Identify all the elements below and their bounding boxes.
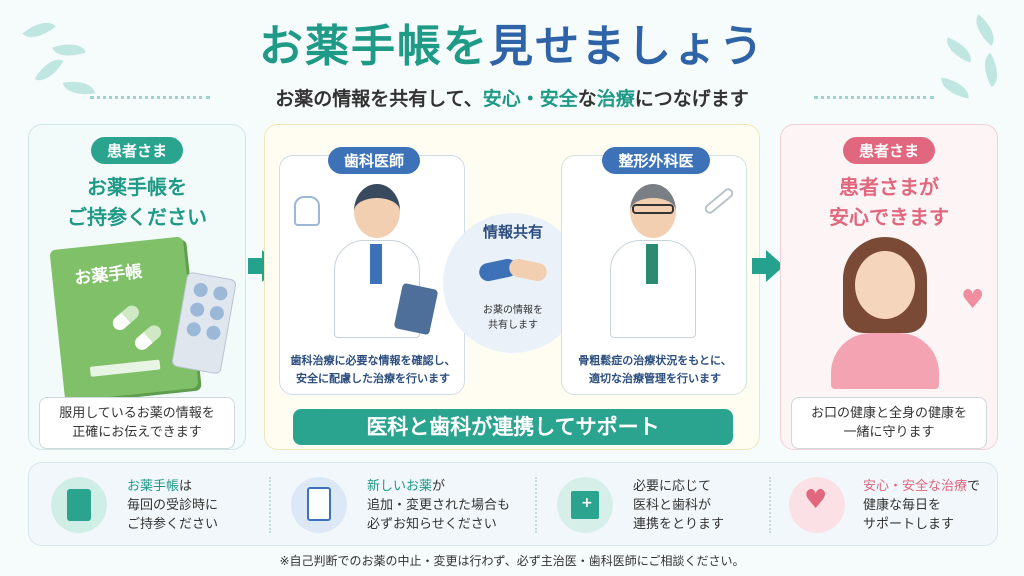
notebook-label: お薬手帳 (73, 261, 144, 289)
right-heading-line1: 患者さまが (839, 175, 939, 199)
right-patient-panel: 患者さま 患者さまが 安心できます ♥ お口の健康と全身の健康を 一緒に守ります (780, 124, 998, 450)
tip-3-line3: 連携をとります (633, 517, 725, 532)
notebook-icon (51, 477, 107, 533)
share-caption-line1: お薬の情報を (483, 305, 543, 316)
page-title: お薬手帳を見せましょう (0, 10, 1024, 74)
handshake-icon (477, 257, 549, 283)
left-heading-line1: お薬手帳を (87, 175, 187, 199)
info-share-title: 情報共有 (482, 223, 543, 241)
tip-1-line3: ご持参ください (127, 517, 219, 532)
hospital-icon: + (557, 477, 613, 533)
right-note: お口の健康と全身の健康を 一緒に守ります (791, 397, 987, 449)
subtitle-text: お薬の情報を共有して、 (275, 88, 483, 110)
arrow-right-icon (752, 250, 784, 282)
heart-icon: ♥ (961, 285, 985, 315)
orthopedic-pill: 整形外科医 (602, 147, 710, 174)
tip-2-line2: 追加・変更された場合も (367, 498, 511, 513)
left-note: 服用しているお薬の情報を 正確にお伝えできます (39, 397, 235, 449)
tip-4-line3: サポートします (863, 517, 955, 532)
dentist-caption-line2: 安全に配慮した治療を行います (296, 372, 450, 385)
clipboard-icon (393, 282, 439, 336)
tip-item-1: お薬手帳は 毎回の受診時に ご持参ください (127, 477, 218, 534)
notebook-line (89, 359, 161, 377)
footnote: ※自己判断でのお薬の中止・変更は行わず、必ず主治医・歯科医師にご相談ください。 (279, 554, 745, 568)
left-note-line2: 正確にお伝えできます (72, 425, 202, 440)
tip-3-line1: 必要に応じて (633, 479, 712, 494)
dentist-caption-line1: 歯科治療に必要な情報を確認し、 (290, 354, 456, 367)
tip-4-line2: 健康な毎日を (863, 498, 942, 513)
subtitle-text: な (577, 88, 597, 110)
right-heading-line2: 安心できます (829, 205, 949, 229)
clipboard-pill-icon (291, 477, 347, 533)
right-note-line1: お口の健康と全身の健康を (810, 406, 967, 421)
subtitle: お薬の情報を共有して、安心・安全な治療につなげます (0, 84, 1024, 111)
capsule-icon (109, 302, 142, 333)
title-part1: お薬手帳を (259, 21, 489, 72)
heart-hands-icon: ♥ (789, 477, 845, 533)
dentist-pill: 歯科医師 (327, 147, 420, 174)
tip-2-em: 新しいお薬 (367, 479, 433, 494)
tip-2-line1: が (432, 479, 446, 494)
divider-dots-left (90, 96, 210, 99)
tip-4-line1: で (967, 479, 981, 494)
dentist-card: 歯科治療に必要な情報を確認し、 安全に配慮した治療を行います (279, 155, 465, 395)
tip-1-line1: は (179, 479, 193, 494)
smiling-patient-figure (825, 237, 945, 389)
right-note-line2: 一緒に守ります (843, 425, 935, 440)
left-note-line1: 服用しているお薬の情報を (59, 406, 215, 421)
ortho-caption-line2: 適切な治療管理を行います (589, 372, 721, 385)
left-heading-line2: ご持参ください (67, 205, 207, 229)
tip-item-4: 安心・安全な治療で 健康な毎日を サポートします (863, 477, 980, 534)
info-share-circle (443, 213, 583, 353)
ortho-caption-line1: 骨粗鬆症の治療状況をもとに、 (578, 354, 732, 367)
orthopedic-card: 骨粗鬆症の治療状況をもとに、 適切な治療管理を行います (561, 155, 747, 395)
tip-1-em: お薬手帳 (127, 479, 180, 494)
subtitle-highlight: 安心・安全 (482, 88, 578, 110)
tip-1-line2: 毎回の受診時に (127, 498, 219, 513)
subtitle-highlight: 治療 (596, 88, 635, 110)
share-caption-line2: 共有します (488, 320, 538, 331)
patient-pill: 患者さま (842, 137, 935, 164)
tip-item-3: 必要に応じて 医科と歯科が 連携をとります (633, 477, 724, 534)
bone-icon (702, 186, 736, 216)
collaboration-banner: 医科と歯科が連携してサポート (293, 409, 733, 445)
subtitle-text: につなげます (634, 88, 749, 110)
tip-4-em: 安心・安全な治療 (863, 479, 968, 494)
tooth-icon (294, 196, 320, 226)
left-patient-panel: 患者さま お薬手帳を ご持参ください お薬手帳 服用しているお薬の情報を 正確に… (28, 124, 246, 450)
bottom-tips-strip: お薬手帳は 毎回の受診時に ご持参ください 新しいお薬が 追加・変更された場合も… (28, 462, 998, 546)
orthopedic-doctor-figure (602, 178, 702, 338)
title-part2: 見せましょう (489, 21, 765, 72)
patient-pill: 患者さま (90, 137, 183, 164)
notebook-icon: お薬手帳 (49, 236, 199, 402)
center-collaboration-panel: 歯科治療に必要な情報を確認し、 安全に配慮した治療を行います 歯科医師 情報共有… (264, 124, 760, 450)
tip-2-line3: 必ずお知らせください (367, 517, 497, 532)
tip-3-line2: 医科と歯科が (633, 498, 712, 513)
capsule-icon (132, 322, 164, 353)
divider-dots-right (814, 96, 934, 99)
tip-item-2: 新しいお薬が 追加・変更された場合も 必ずお知らせください (367, 477, 510, 534)
